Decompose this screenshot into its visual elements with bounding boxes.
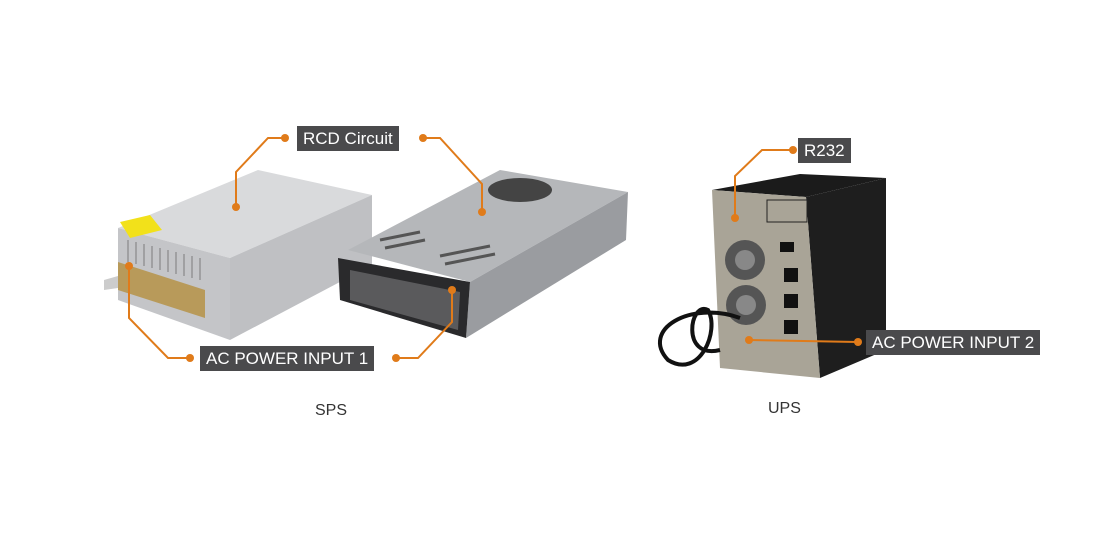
- sps-unit-left: [104, 170, 372, 340]
- label-rcd-circuit: RCD Circuit: [297, 126, 399, 151]
- label-r232: R232: [798, 138, 851, 163]
- ups-unit: [658, 174, 886, 378]
- label-ac-power-input-1: AC POWER INPUT 1: [200, 346, 375, 371]
- label-ac-power-input-2: AC POWER INPUT 2: [866, 330, 1041, 355]
- caption-sps: SPS: [315, 402, 348, 419]
- leader-lines: [128, 137, 859, 359]
- sps-unit-right: [338, 170, 628, 338]
- leader-dots: [125, 134, 862, 362]
- caption-ups: UPS: [768, 400, 801, 417]
